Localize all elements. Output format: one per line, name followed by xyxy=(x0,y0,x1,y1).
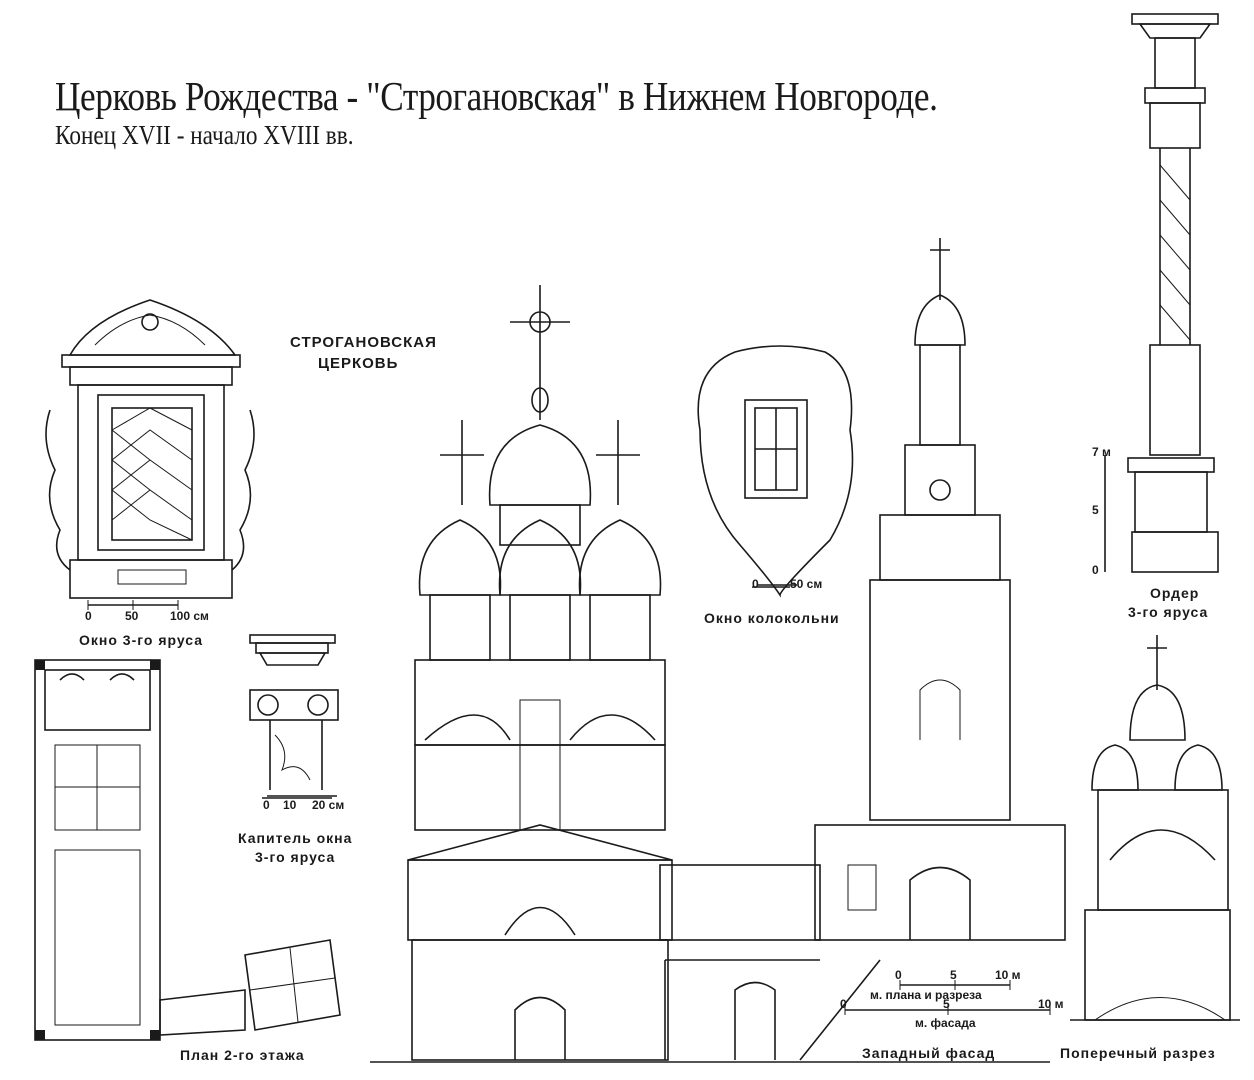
order-scale-0: 0 xyxy=(1092,563,1099,577)
window-scale-50: 50 xyxy=(125,609,139,623)
capital-scale-20: 20 см xyxy=(312,798,345,812)
capital-caption-line2: 3-го яруса xyxy=(255,849,336,865)
capital-scale-0: 0 xyxy=(263,798,270,812)
bell-tower-window-drawing xyxy=(697,345,854,598)
window-3rd-tier-caption: Окно 3-го яруса xyxy=(79,632,204,648)
capital-drawing xyxy=(249,634,339,799)
scale-bars xyxy=(267,584,1051,1015)
window-scale-100: 100 см xyxy=(170,609,209,623)
facade-scale-5: 5 xyxy=(943,997,950,1011)
bell-window-scale-0: 0 xyxy=(752,577,759,591)
bell-tower-drawing xyxy=(814,238,1066,941)
plan-section-scale-label: м. плана и разреза xyxy=(870,988,982,1002)
window-scale-0: 0 xyxy=(85,609,92,623)
cross-section-caption: Поперечный разрез xyxy=(1060,1045,1216,1061)
facade-scale-label: м. фасада xyxy=(915,1016,976,1030)
capital-scale-10: 10 xyxy=(283,798,297,812)
plan-section-scale-0: 0 xyxy=(895,968,902,982)
plan-section-scale-10: 10 м xyxy=(995,968,1021,982)
window-3rd-tier-drawing xyxy=(45,299,255,610)
order-scale-5: 5 xyxy=(1092,503,1099,517)
order-caption-line2: 3-го яруса xyxy=(1128,604,1209,620)
west-facade-caption: Западный фасад xyxy=(862,1045,996,1061)
bell-window-scale-50: 50 см xyxy=(790,577,823,591)
floor-plan-drawing xyxy=(34,659,341,1041)
church-name-line1: СТРОГАНОВСКАЯ xyxy=(290,334,437,351)
order-caption-line1: Ордер xyxy=(1150,585,1200,601)
plan-caption: План 2-го этажа xyxy=(180,1047,305,1063)
west-facade-drawing xyxy=(370,285,1050,1063)
order-column-drawing xyxy=(1104,13,1219,573)
facade-scale-10: 10 м xyxy=(1038,997,1064,1011)
church-name-line2: ЦЕРКОВЬ xyxy=(318,355,399,372)
plan-section-scale-5: 5 xyxy=(950,968,957,982)
bell-window-caption: Окно колокольни xyxy=(704,610,840,626)
page-title: Церковь Рождества - "Строгановская" в Ни… xyxy=(55,73,938,119)
facade-scale-0: 0 xyxy=(840,997,847,1011)
cross-section-drawing xyxy=(1070,635,1240,1021)
page-subtitle: Конец XVII - начало XVIII вв. xyxy=(55,120,354,150)
order-scale-7: 7 м xyxy=(1092,445,1111,459)
capital-caption-line1: Капитель окна xyxy=(238,830,353,846)
